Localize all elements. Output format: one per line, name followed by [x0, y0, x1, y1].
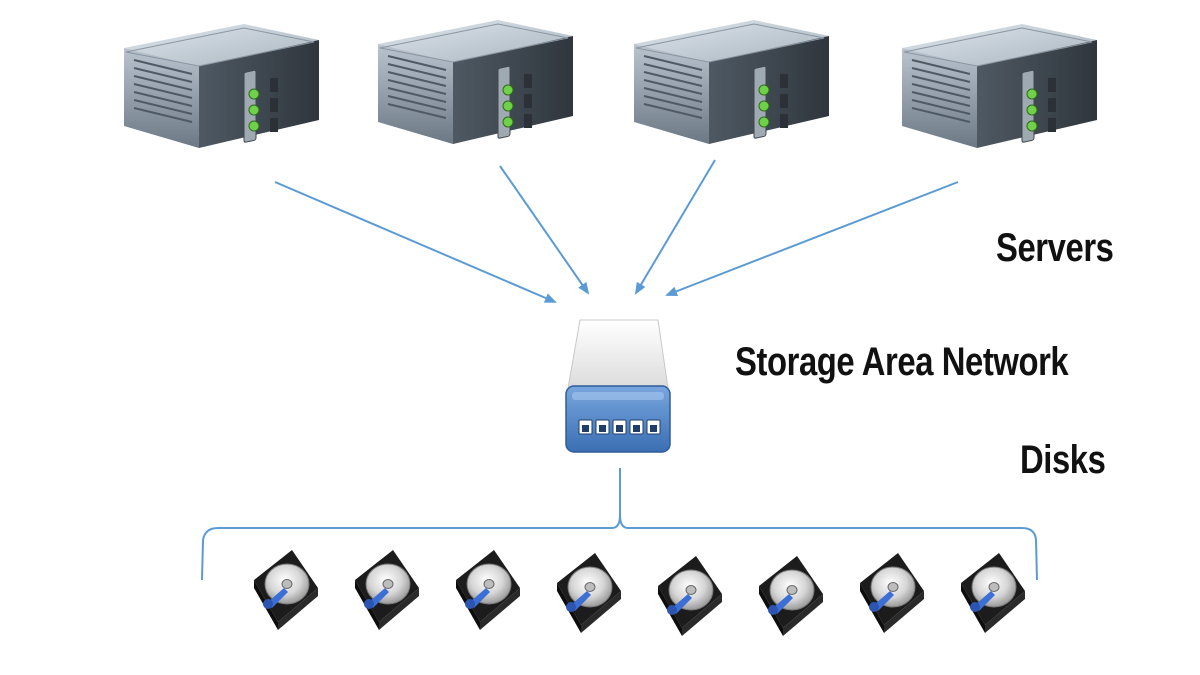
arrow-server-3	[634, 159, 716, 295]
storage-area-network-label: Storage Area Network	[735, 340, 1069, 384]
server-links	[274, 159, 959, 303]
server-4-icon	[901, 23, 1098, 149]
arrow-server-4	[665, 181, 959, 297]
disk-3-icon	[455, 549, 521, 631]
arrow-server-2	[499, 165, 590, 295]
server-1-icon	[123, 23, 320, 149]
arrow-server-1	[274, 181, 557, 303]
disk-5-icon	[657, 555, 723, 637]
disk-6-icon	[758, 555, 824, 637]
server-2-icon	[377, 19, 574, 145]
servers-label: Servers	[996, 226, 1114, 270]
disk-7-icon	[859, 552, 925, 634]
disks-label: Disks	[1020, 438, 1106, 482]
disk-8-icon	[960, 552, 1026, 634]
server-3-icon	[633, 19, 830, 145]
network-switch-icon	[565, 319, 671, 453]
disk-2-icon	[354, 549, 420, 631]
disk-bracket	[201, 468, 1038, 581]
disk-1-icon	[253, 549, 319, 631]
disk-4-icon	[556, 552, 622, 634]
